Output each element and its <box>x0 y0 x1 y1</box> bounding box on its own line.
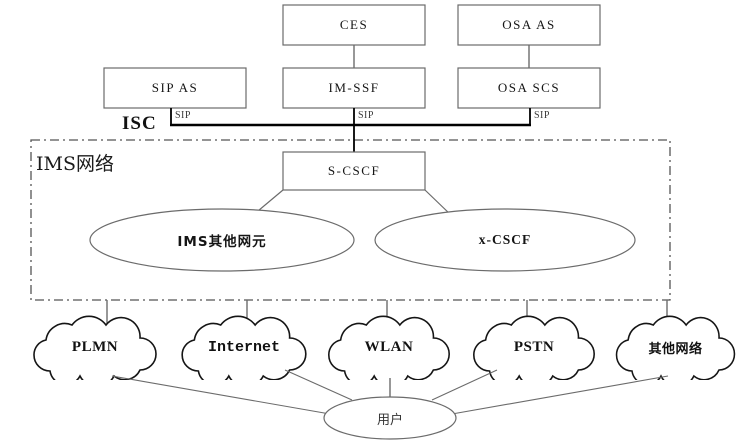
box-sip-as[interactable] <box>103 67 247 109</box>
box-ces[interactable] <box>282 4 426 46</box>
link-plmn-user <box>111 375 331 415</box>
ims-zone-label: IMS网络 <box>36 153 114 175</box>
box-osa-scs[interactable] <box>457 67 601 109</box>
ellipse-x-cscf[interactable] <box>374 208 636 272</box>
link-other-network-user <box>451 375 669 415</box>
ellipse-user[interactable] <box>323 396 457 440</box>
isc-bus-label: ISC <box>122 113 157 134</box>
cloud-internet[interactable] <box>181 315 307 386</box>
sip-label-im-ssf: SIP <box>358 110 374 121</box>
cloud-wlan[interactable] <box>328 315 450 386</box>
box-s-cscf[interactable] <box>282 151 426 191</box>
link-internet-user <box>284 369 353 401</box>
cloud-other-network[interactable] <box>615 315 736 386</box>
sip-label-osa-scs: SIP <box>534 110 550 121</box>
sip-label-sip-as: SIP <box>175 110 191 121</box>
cloud-pstn[interactable] <box>473 315 595 386</box>
ellipse-ims-other[interactable] <box>89 208 355 272</box>
box-osa-as[interactable] <box>457 4 601 46</box>
box-im-ssf[interactable] <box>282 67 426 109</box>
cloud-plmn[interactable] <box>33 315 157 386</box>
link-pstn-user <box>431 369 498 401</box>
